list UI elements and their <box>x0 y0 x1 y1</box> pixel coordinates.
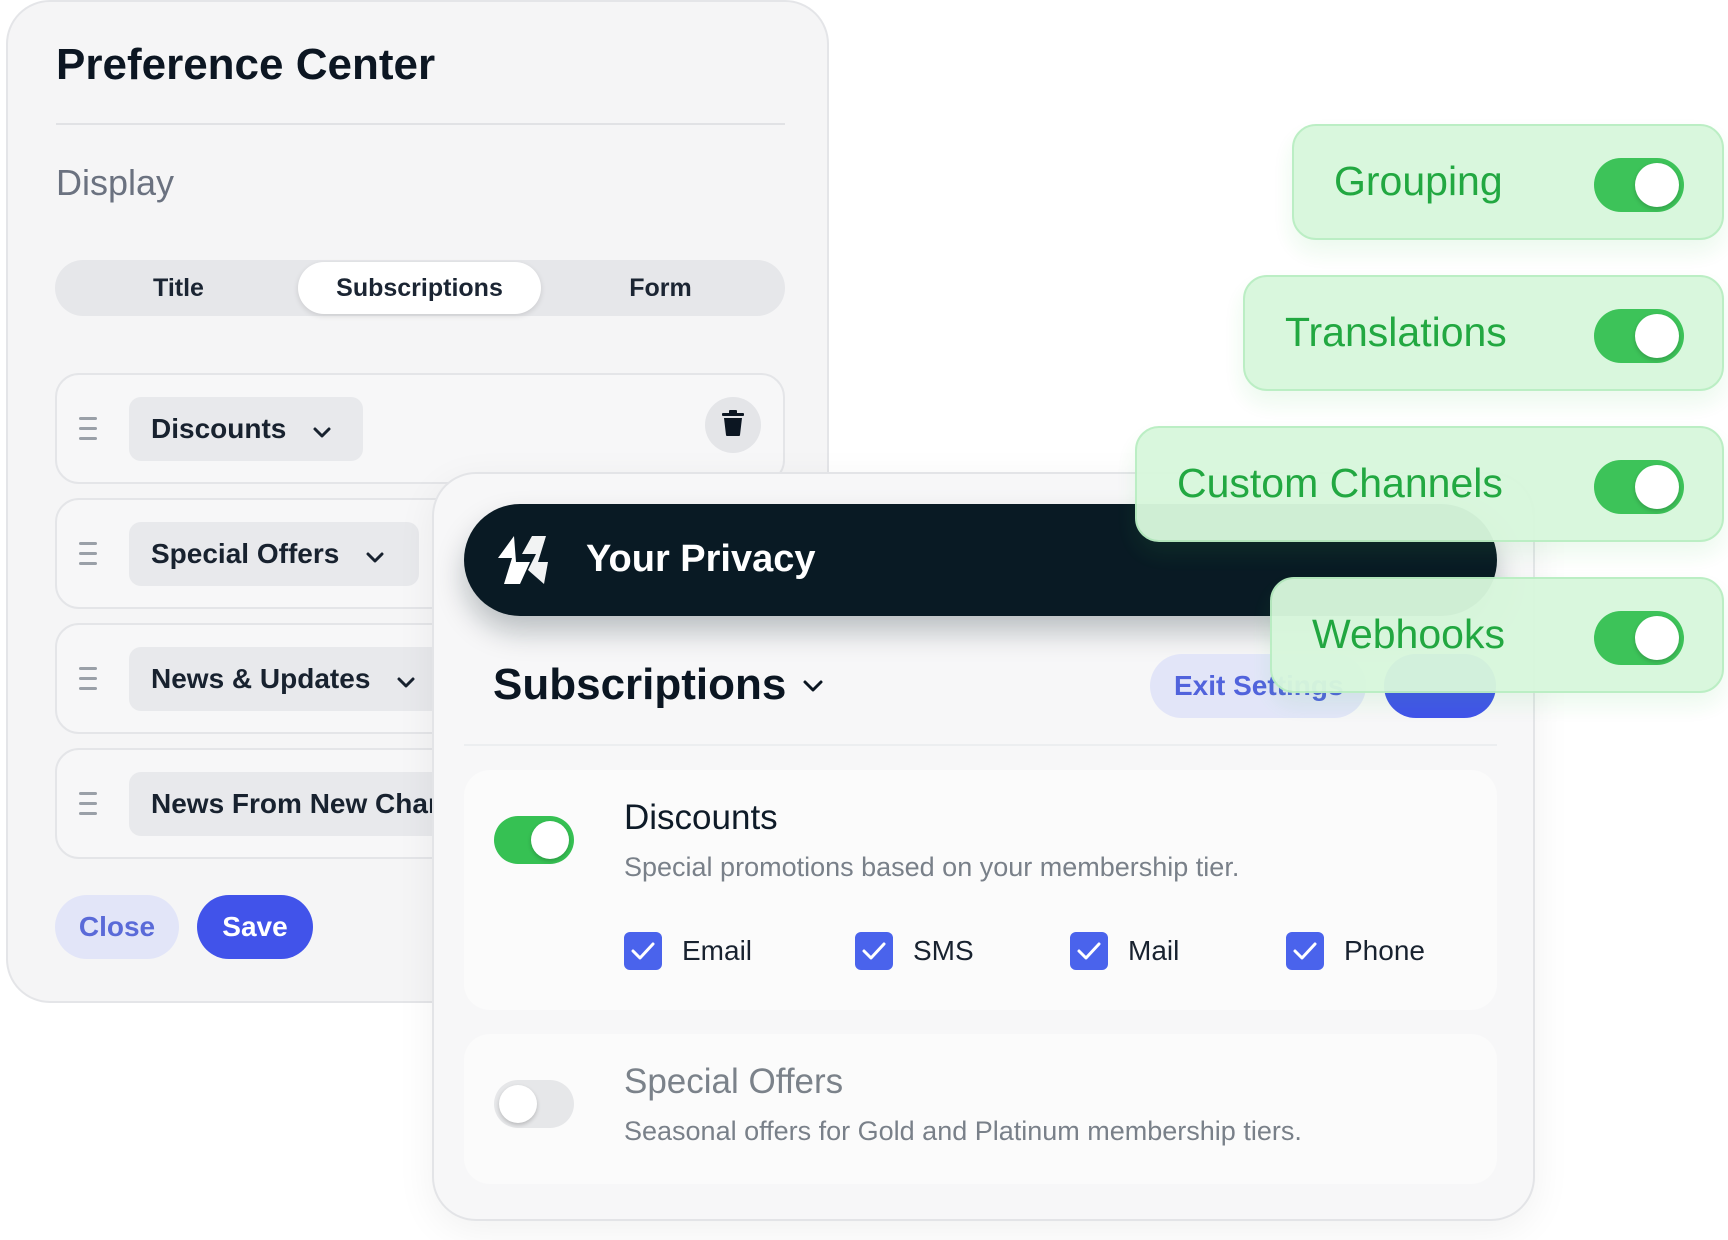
subscription-description: Special promotions based on your members… <box>624 852 1240 882</box>
channel-label: Mail <box>1128 935 1180 966</box>
page-title: Preference Center <box>56 40 436 89</box>
display-tabs: Title Subscriptions Form <box>55 260 785 316</box>
feature-pill-translations: Translations <box>1243 275 1724 391</box>
channel-label: Email <box>682 935 753 966</box>
subscription-dropdown[interactable]: News & Updates <box>129 647 451 711</box>
feature-label: Grouping <box>1334 158 1503 204</box>
brand-logo-icon <box>494 534 552 591</box>
feature-pill-custom-channels: Custom Channels <box>1135 426 1724 542</box>
feature-toggle[interactable] <box>1594 158 1684 212</box>
tab-title[interactable]: Title <box>153 274 204 302</box>
feature-toggle[interactable] <box>1594 611 1684 665</box>
dropdown-label: Special Offers <box>151 538 340 569</box>
delete-button[interactable] <box>705 397 761 453</box>
drag-handle-icon[interactable] <box>79 792 97 816</box>
subscription-description: Seasonal offers for Gold and Platinum me… <box>624 1116 1302 1146</box>
section-label: Display <box>56 162 175 203</box>
drag-handle-icon[interactable] <box>79 667 97 691</box>
checkmark-icon <box>1070 932 1108 970</box>
feature-toggle[interactable] <box>1594 309 1684 363</box>
subscription-toggle[interactable] <box>494 1080 574 1128</box>
channel-label: Phone <box>1344 935 1425 966</box>
subscription-item: Discounts Special promotions based on yo… <box>464 770 1497 1010</box>
channel-checkbox-mail[interactable]: Mail <box>1070 932 1179 970</box>
dropdown-label: News From New Char <box>151 788 439 819</box>
chevron-down-icon[interactable] <box>802 678 824 699</box>
channel-checkbox-email[interactable]: Email <box>624 932 752 970</box>
subscription-row: Discounts <box>55 373 785 484</box>
feature-pill-grouping: Grouping <box>1292 124 1724 240</box>
chevron-down-icon <box>365 524 385 586</box>
save-button[interactable]: Save <box>197 895 313 959</box>
chevron-down-icon <box>396 649 416 711</box>
channel-checkbox-phone[interactable]: Phone <box>1286 932 1425 970</box>
trash-icon <box>720 409 746 442</box>
dropdown-label: News & Updates <box>151 663 371 694</box>
subscription-title: Special Offers <box>624 1062 844 1101</box>
feature-label: Custom Channels <box>1177 460 1503 506</box>
subscription-title: Discounts <box>624 798 778 837</box>
subscription-dropdown[interactable]: News From New Char <box>129 772 469 836</box>
divider <box>56 123 785 125</box>
tab-form[interactable]: Form <box>629 274 692 302</box>
channel-checkbox-sms[interactable]: SMS <box>855 932 974 970</box>
feature-pill-webhooks: Webhooks <box>1270 577 1724 693</box>
subscription-dropdown[interactable]: Special Offers <box>129 522 419 586</box>
subscriptions-heading: Subscriptions <box>493 660 787 709</box>
drag-handle-icon[interactable] <box>79 417 97 441</box>
subscription-dropdown[interactable]: Discounts <box>129 397 363 461</box>
dropdown-label: Discounts <box>151 413 287 444</box>
channel-label: SMS <box>913 935 974 966</box>
subscription-item: Special Offers Seasonal offers for Gold … <box>464 1034 1497 1184</box>
feature-label: Translations <box>1285 309 1507 355</box>
subscription-toggle[interactable] <box>494 816 574 864</box>
divider <box>464 744 1497 746</box>
checkmark-icon <box>1286 932 1324 970</box>
feature-label: Webhooks <box>1312 611 1505 657</box>
brand-title: Your Privacy <box>586 538 816 580</box>
tab-subscriptions[interactable]: Subscriptions <box>298 262 541 314</box>
feature-toggle[interactable] <box>1594 460 1684 514</box>
close-button[interactable]: Close <box>55 895 179 959</box>
checkmark-icon <box>624 932 662 970</box>
checkmark-icon <box>855 932 893 970</box>
chevron-down-icon <box>312 399 332 461</box>
drag-handle-icon[interactable] <box>79 542 97 566</box>
